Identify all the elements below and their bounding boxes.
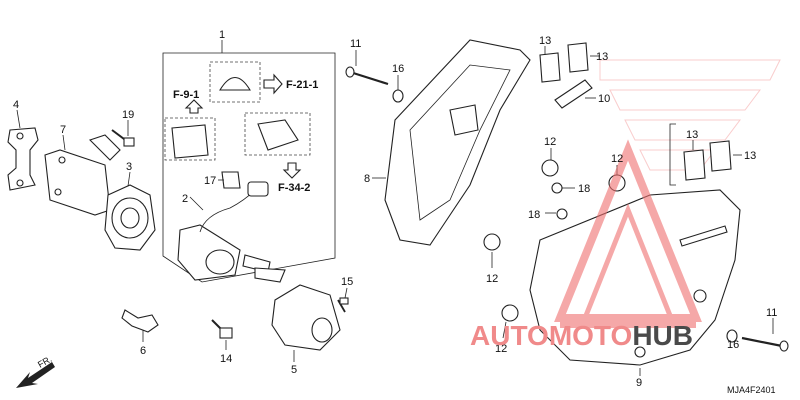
part-4-bracket (7, 127, 39, 191)
part-11-bolt-top (345, 66, 389, 86)
pads-bracket (669, 123, 676, 186)
arrow-up-icon (184, 99, 204, 114)
part-14-bolt (211, 319, 233, 339)
ref-f-34-2: F-34-2 (278, 182, 310, 194)
callout-13-c: 13 (686, 129, 698, 141)
diagram-code: MJA4F2401 (727, 385, 776, 395)
part-5-cover (271, 284, 341, 351)
wing-watermark (599, 59, 781, 171)
part-13-pads-right (683, 140, 732, 181)
part-2-wire-connector (199, 181, 269, 233)
callout-4: 4 (13, 99, 19, 111)
callout-3: 3 (126, 161, 132, 173)
callout-13-d: 13 (744, 150, 756, 162)
part-11-bolt-bottom (741, 336, 789, 352)
part-18-nut-a (551, 182, 563, 194)
ref-f-21-1: F-21-1 (286, 79, 318, 91)
part-12-grommet-d (501, 304, 519, 322)
callout-2: 2 (182, 193, 188, 205)
callout-6: 6 (140, 345, 146, 357)
arrow-down-icon (282, 162, 302, 179)
part-19-bolt (111, 129, 135, 147)
callout-16-bottom: 16 (727, 339, 739, 351)
callout-12-d: 12 (495, 343, 507, 355)
callout-14: 14 (220, 353, 232, 365)
part-15-screw (337, 297, 349, 313)
part-18-nut-b (556, 208, 568, 220)
part-17-clip (221, 171, 241, 189)
ref-f-9-1: F-9-1 (173, 89, 199, 101)
callout-1: 1 (219, 29, 225, 41)
callout-7: 7 (60, 124, 66, 136)
part-16-collar-bottom (726, 329, 738, 343)
watermark-triangle (554, 139, 702, 328)
callout-16-top: 16 (392, 63, 404, 75)
part-1-ignition-switch (177, 224, 286, 283)
callout-17: 17 (204, 175, 216, 187)
callout-12-b: 12 (611, 153, 623, 165)
part-16-collar-top (392, 89, 404, 103)
arrow-right-icon (263, 73, 283, 95)
part-3-switch-body (104, 184, 156, 251)
part-12-grommet-a (541, 159, 559, 177)
callout-5: 5 (291, 364, 297, 376)
part-10-strip (554, 79, 593, 109)
front-arrow-icon (16, 362, 55, 388)
clamp-icon (171, 124, 209, 159)
holder-icon (257, 119, 299, 151)
ref-box-clamp (164, 117, 216, 161)
callout-9: 9 (636, 377, 642, 389)
part-13-pads-top (539, 42, 589, 83)
callout-8: 8 (364, 173, 370, 185)
callout-13-a: 13 (539, 35, 551, 47)
callout-19: 19 (122, 109, 134, 121)
ref-box-holder (244, 112, 311, 156)
part-8-side-cover-inner (384, 39, 531, 246)
part-12-grommet-b (483, 233, 501, 251)
callout-12-c: 12 (486, 273, 498, 285)
callout-10: 10 (598, 93, 610, 105)
callout-11-top: 11 (350, 38, 361, 50)
grommet-icon (219, 76, 251, 91)
callout-11-bottom: 11 (766, 307, 777, 319)
callout-13-b: 13 (596, 51, 608, 63)
part-7-plate (44, 134, 121, 216)
ref-box-grommet (209, 61, 261, 103)
callout-15: 15 (341, 276, 353, 288)
callout-18-b: 18 (528, 209, 540, 221)
callout-12-a: 12 (544, 136, 556, 148)
part-6-key (121, 309, 159, 333)
watermark-text: AUTOMOTOHUB (470, 320, 693, 351)
callout-18-a: 18 (578, 183, 590, 195)
